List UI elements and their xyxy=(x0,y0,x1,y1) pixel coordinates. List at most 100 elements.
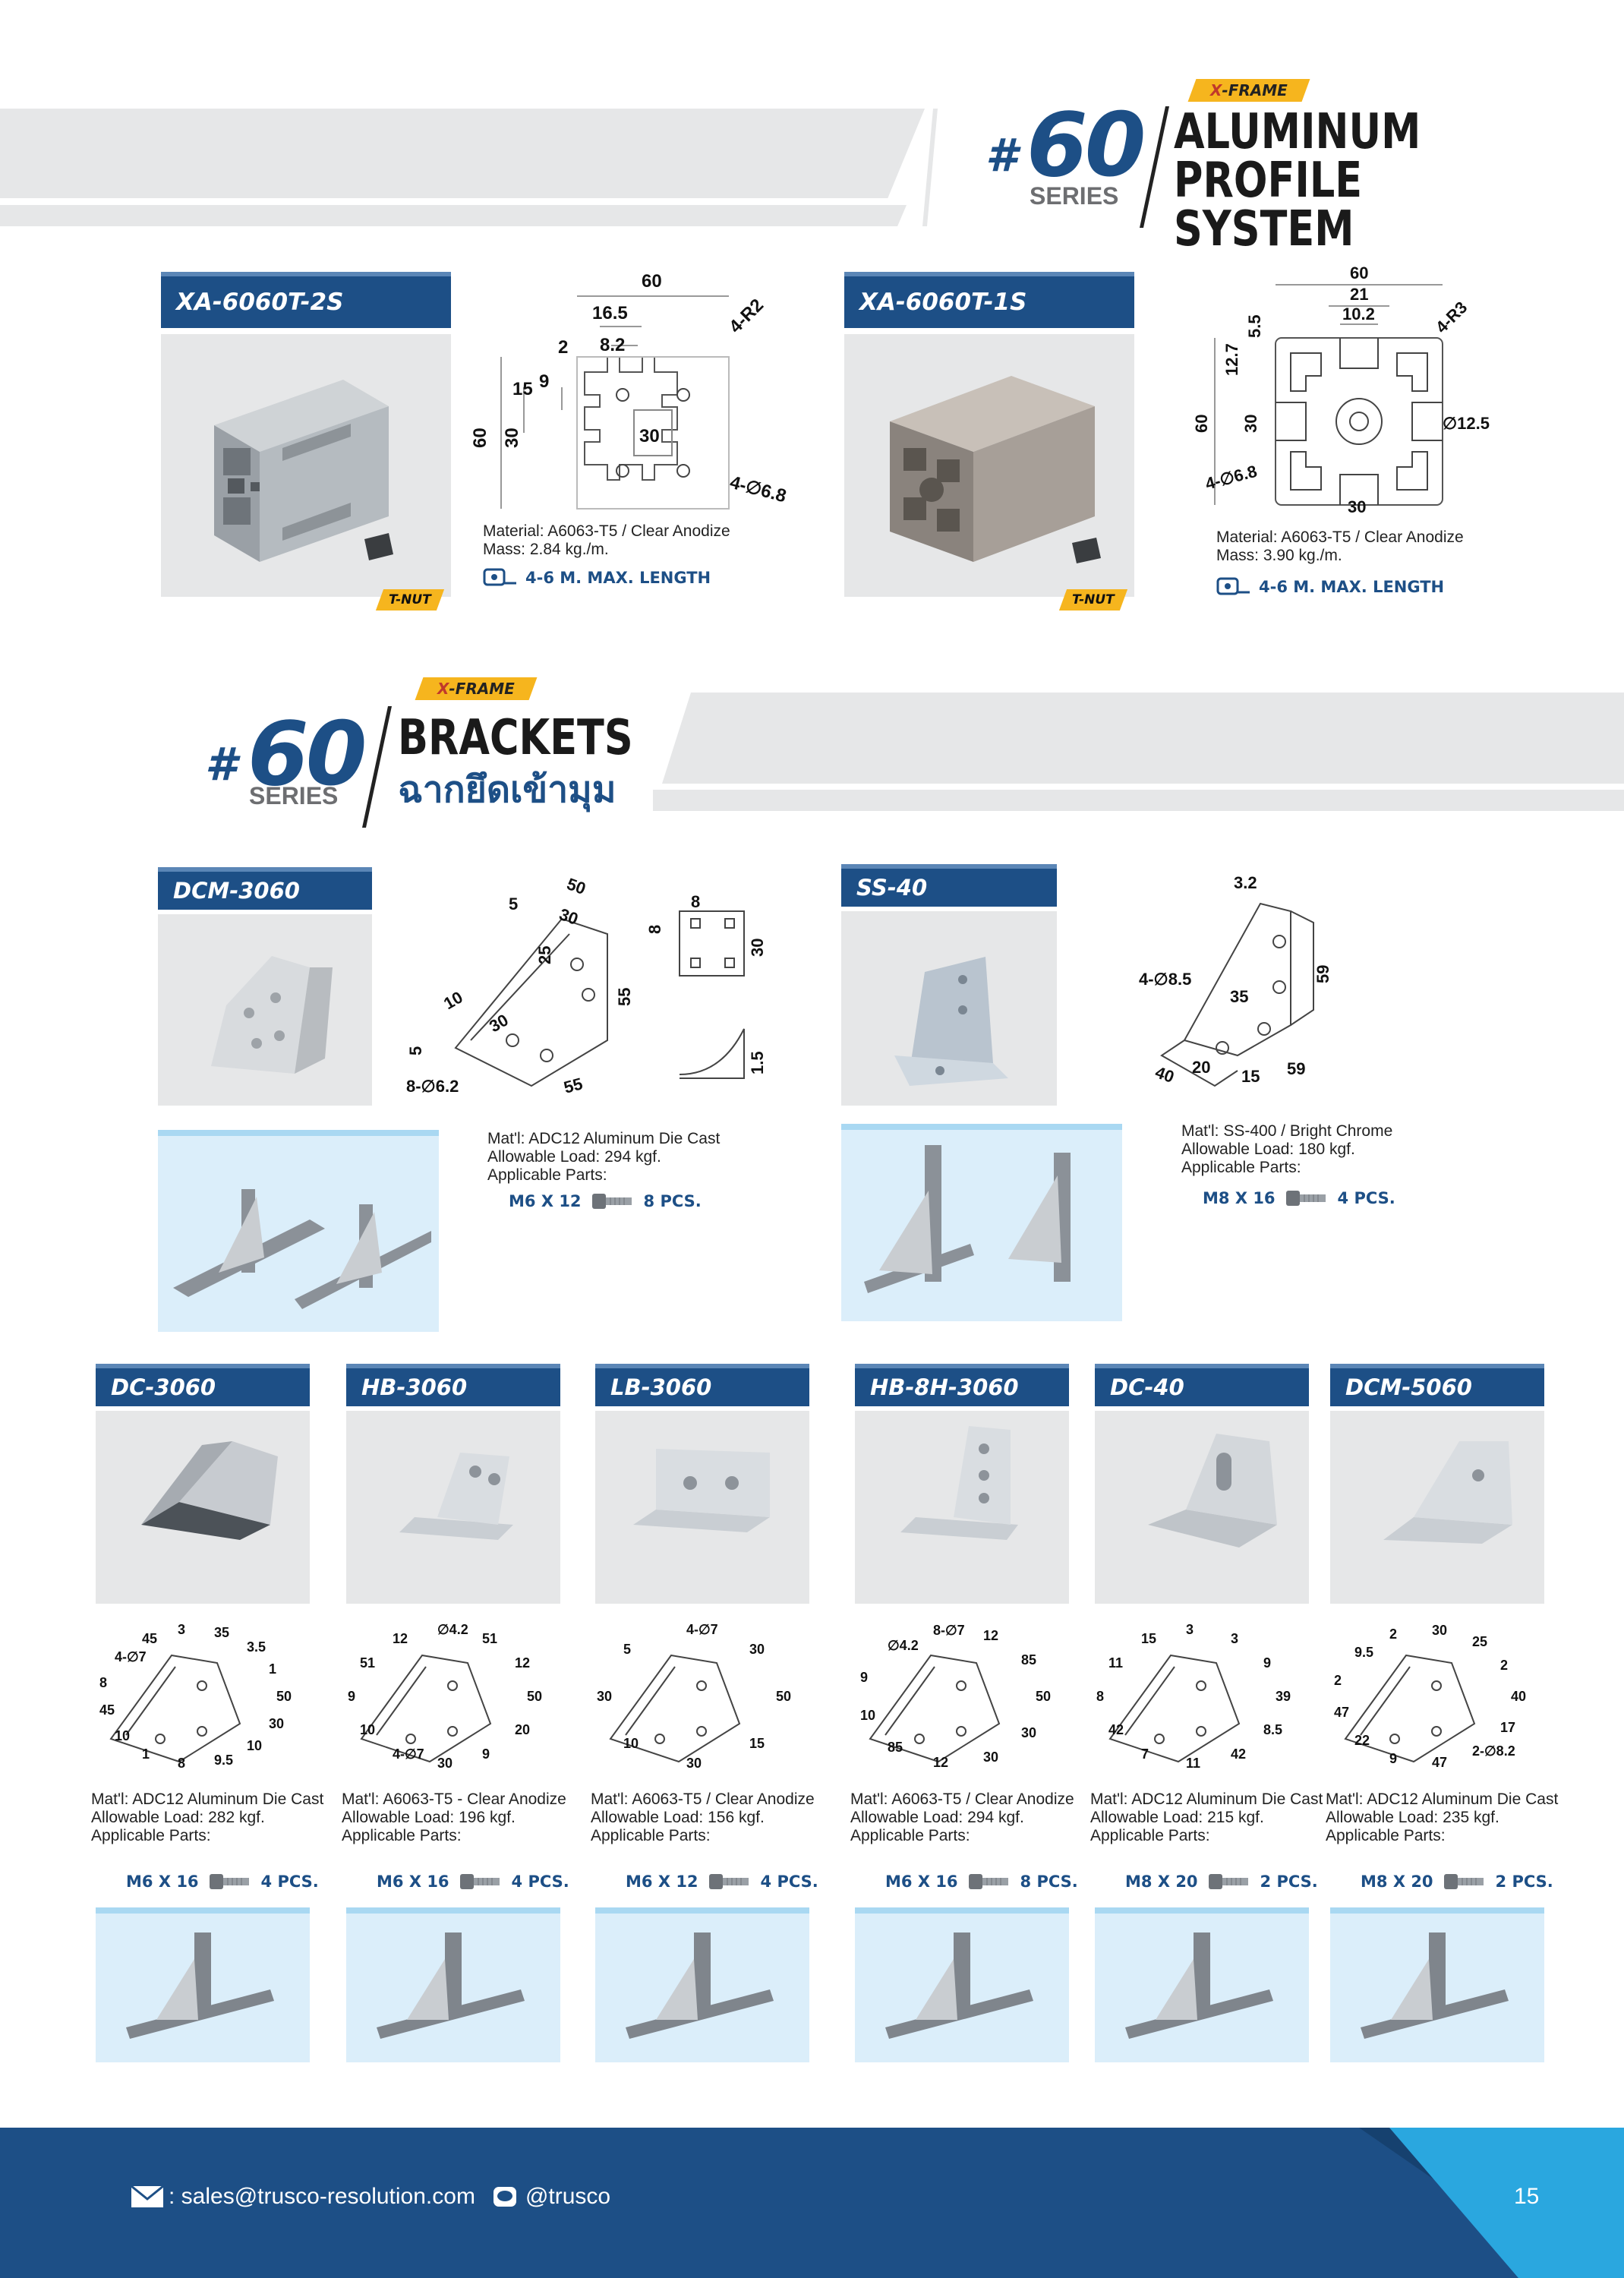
applicable-parts: M6 X 16 8 PCS. xyxy=(885,1873,1078,1891)
dim: 30 xyxy=(1021,1725,1036,1740)
profile-extrusion-image xyxy=(890,376,1101,563)
hex-screw-icon xyxy=(708,1874,749,1889)
series-hash: # xyxy=(985,129,1017,182)
assembly-image xyxy=(377,1933,525,2039)
dim: 15 xyxy=(1141,1631,1156,1646)
dim: 15 xyxy=(1241,1067,1260,1086)
dim: 12 xyxy=(983,1628,998,1643)
dim-60-v: 60 xyxy=(1192,415,1211,433)
brackets-banner-bar xyxy=(662,693,1624,784)
max-length: 4-6 M. MAX. LENGTH xyxy=(483,568,711,588)
applicable-parts: M6 X 16 4 PCS. xyxy=(126,1873,319,1891)
dim: 2-∅8.2 xyxy=(1472,1743,1515,1759)
dim: 30 xyxy=(437,1756,453,1771)
product-code: XA-6060T-2S xyxy=(176,289,344,316)
product-code-bar: HB-8H-3060 xyxy=(855,1364,1069,1406)
series-label: SERIES xyxy=(249,782,339,809)
corner-bracket-image xyxy=(211,956,333,1074)
applicable-parts: M6 X 12 4 PCS. xyxy=(626,1873,818,1891)
dim: 39 xyxy=(1276,1689,1291,1704)
dim: 3 xyxy=(1186,1622,1194,1637)
product-code: SS-40 xyxy=(856,875,928,901)
product-photo xyxy=(841,911,1057,1106)
material-text: Mat'l: ADC12 Aluminum Die Cast xyxy=(91,1791,324,1808)
product-code-bar: LB-3060 xyxy=(595,1364,809,1406)
xframe-x: X xyxy=(437,680,449,698)
product-code: HB-8H-3060 xyxy=(870,1374,1019,1400)
product-photo xyxy=(855,1411,1069,1604)
assembly-image xyxy=(1361,1933,1509,2039)
dim: 7 xyxy=(1141,1746,1149,1762)
screw-size: M6 X 12 xyxy=(626,1873,698,1891)
dim: 9 xyxy=(1389,1751,1397,1766)
mass-text: Mass: 3.90 kg./m. xyxy=(1216,547,1342,564)
dim-8-2: 8.2 xyxy=(600,335,625,355)
assembly-image xyxy=(173,1189,431,1309)
bracket-spec: Mat'l: ADC12 Aluminum Die Cast Allowable… xyxy=(1326,1791,1558,1845)
dim: ∅4.2 xyxy=(888,1638,919,1653)
email-text[interactable]: : sales@trusco-resolution.com xyxy=(169,2184,475,2209)
dim-r2: 4-R2 xyxy=(725,295,768,337)
product-code-bar: HB-3060 xyxy=(346,1364,560,1406)
hex-screw-icon xyxy=(1443,1874,1484,1889)
mass-text: Mass: 2.84 kg./m. xyxy=(483,541,609,558)
footer-contact: : sales@trusco-resolution.com @trusco xyxy=(131,2184,610,2210)
dim: 45 xyxy=(142,1631,157,1646)
dim-60: 60 xyxy=(642,271,662,292)
bracket-image xyxy=(900,1426,1018,1540)
dim: 15 xyxy=(749,1736,765,1751)
series-number: 60 xyxy=(248,703,367,806)
product-photo xyxy=(1095,1411,1309,1604)
brackets-banner-strip xyxy=(653,790,1624,811)
product-code-bar: XA-6060T-2S xyxy=(161,272,451,328)
load-text: Allowable Load: 282 kgf. xyxy=(91,1809,265,1826)
max-length-text: 4-6 M. MAX. LENGTH xyxy=(1259,578,1445,596)
product-code: DC-40 xyxy=(1110,1374,1184,1400)
product-photo xyxy=(96,1411,310,1604)
dim: 8-∅7 xyxy=(933,1623,965,1638)
assembly-image xyxy=(1125,1933,1273,2039)
page-number: 15 xyxy=(1514,2184,1540,2209)
page-title-line2: PROFILE SYSTEM xyxy=(1174,153,1363,257)
usage-photo xyxy=(855,1907,1069,2062)
dim: 3.2 xyxy=(1234,873,1257,892)
dim: 5 xyxy=(509,894,518,913)
screw-size: M6 X 16 xyxy=(377,1873,449,1891)
xframe-x: X xyxy=(1210,81,1222,99)
bracket-image xyxy=(399,1453,513,1540)
product-code-bar: DCM-5060 xyxy=(1330,1364,1544,1406)
xframe-rest: -FRAME xyxy=(1222,81,1288,99)
dim: 8 xyxy=(691,892,700,911)
gusset-bracket-image xyxy=(894,957,1008,1086)
dim: 11 xyxy=(1108,1655,1123,1671)
dim: 10 xyxy=(115,1728,130,1743)
dim: 30 xyxy=(1432,1623,1447,1638)
product-code: XA-6060T-1S xyxy=(859,289,1027,316)
tnut-label: T-NUT xyxy=(389,592,431,607)
xframe-rest: -FRAME xyxy=(449,680,515,698)
dim: 8 xyxy=(645,925,664,934)
profile-extrusion-image xyxy=(214,380,393,562)
screw-qty: 8 PCS. xyxy=(1020,1873,1078,1891)
dim: 8 xyxy=(178,1756,185,1771)
dim: 35 xyxy=(214,1625,229,1640)
product-photo xyxy=(158,914,372,1106)
ss-40-drawing: 3.2 4-∅8.5 35 59 40 20 15 59 xyxy=(1139,873,1332,1087)
bracket-spec: Mat'l: ADC12 Aluminum Die Cast Allowable… xyxy=(487,1130,720,1185)
dim: 59 xyxy=(1287,1059,1305,1078)
parts-label: Applicable Parts: xyxy=(1326,1827,1446,1844)
line-id-text[interactable]: @trusco xyxy=(525,2184,611,2209)
product-code: LB-3060 xyxy=(610,1374,712,1400)
dim: 22 xyxy=(1354,1733,1370,1748)
load-text: Allowable Load: 235 kgf. xyxy=(1326,1809,1499,1826)
dim: 42 xyxy=(1108,1722,1124,1737)
dim: 2 xyxy=(1389,1626,1397,1642)
dim: 9 xyxy=(482,1746,490,1762)
tape-measure-icon xyxy=(1216,577,1250,595)
usage-photo xyxy=(346,1907,560,2062)
dim: 11 xyxy=(1186,1756,1200,1771)
dim: 3.5 xyxy=(247,1639,266,1655)
usage-photo xyxy=(96,1907,310,2062)
usage-photo xyxy=(158,1130,439,1332)
hex-screw-icon xyxy=(968,1874,1008,1889)
